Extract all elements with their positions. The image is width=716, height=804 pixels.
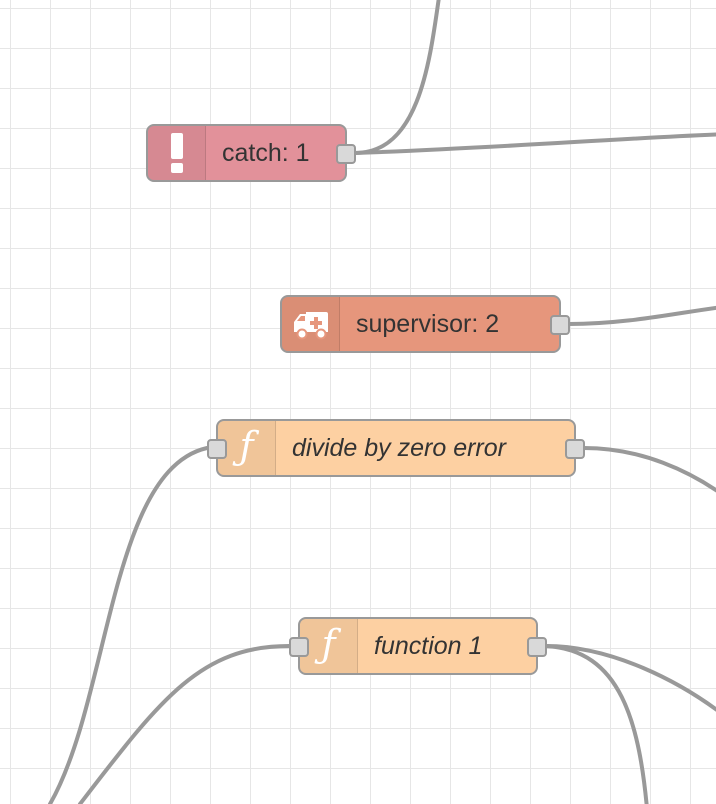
node-divide-input-port[interactable] [207,439,227,459]
ambulance-icon [293,312,328,340]
node-supervisor[interactable]: supervisor: 2 [280,295,570,353]
wire-supervisor-right[interactable] [567,305,716,326]
wire-into-divide[interactable] [48,446,209,804]
node-supervisor-label: supervisor: 2 [356,309,500,338]
node-divide-label: divide by zero error [292,433,506,462]
wire-catch-right[interactable] [353,132,716,155]
node-function-output-port[interactable] [527,637,547,657]
wire-divide-out[interactable] [582,446,716,500]
wire-catch-up[interactable] [353,0,441,155]
exclamation-icon [170,133,183,173]
node-function-input-port[interactable] [289,637,309,657]
node-function-1[interactable]: ƒ function 1 [289,617,547,675]
node-function-label: function 1 [374,631,483,660]
wire-function-out-down[interactable] [544,644,649,804]
wire-function-out-right[interactable] [544,644,716,720]
node-divide-by-zero[interactable]: ƒ divide by zero error [207,419,585,477]
node-divide-icon-area: ƒ [218,421,276,475]
node-catch-label: catch: 1 [222,138,310,167]
node-function-icon-area: ƒ [300,619,358,673]
node-catch[interactable]: catch: 1 [146,124,356,182]
node-divide-output-port[interactable] [565,439,585,459]
function-icon: ƒ [321,622,336,666]
node-catch-output-port[interactable] [336,144,356,164]
wire-into-function[interactable] [78,644,291,804]
node-supervisor-icon-area [282,297,340,351]
function-icon: ƒ [239,424,254,468]
node-catch-icon-area [148,126,206,180]
node-supervisor-output-port[interactable] [550,315,570,335]
